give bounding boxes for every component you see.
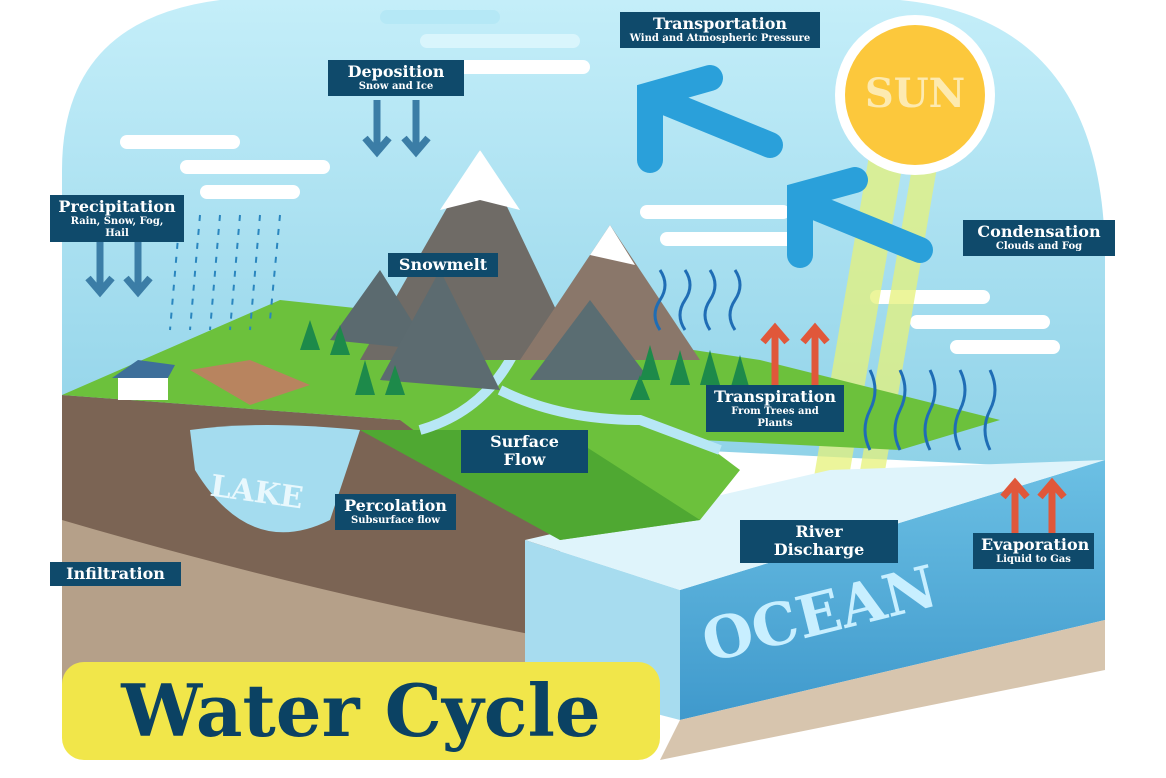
- up-arrows: [760, 322, 1067, 535]
- label-surface-flow: Surface Flow: [461, 430, 588, 473]
- label-condensation: Condensation Clouds and Fog: [963, 220, 1115, 256]
- land: [62, 300, 1000, 540]
- label-title: Snowmelt: [398, 255, 488, 274]
- lowland: [360, 430, 700, 540]
- soil-lower-layer: [62, 520, 560, 700]
- label-evaporation: Evaporation Liquid to Gas: [973, 533, 1094, 569]
- label-title: Deposition: [347, 62, 445, 81]
- label-title: Percolation: [344, 496, 447, 515]
- label-subtitle: Clouds and Fog: [995, 241, 1083, 253]
- vapor: [653, 269, 997, 451]
- label-infiltration: Infiltration: [50, 562, 181, 587]
- label-title: Surface Flow: [490, 432, 559, 470]
- label-transpiration: Transpiration From Trees and Plants: [706, 385, 844, 433]
- label-subtitle: Snow and Ice: [358, 81, 434, 93]
- label-snowmelt: Snowmelt: [388, 253, 498, 278]
- label-subtitle: Wind and Atmospheric Pressure: [629, 33, 811, 45]
- label-deposition: Deposition Snow and Ice: [328, 60, 464, 96]
- label-river-discharge: River Discharge: [740, 520, 898, 563]
- page-title: Water Cycle: [121, 668, 601, 753]
- mountains: [330, 150, 700, 390]
- label-title: Transpiration: [714, 387, 837, 406]
- label-title: Transportation: [653, 14, 787, 33]
- wind-arrows: [637, 65, 933, 268]
- label-percolation: Percolation Subsurface flow: [335, 494, 456, 530]
- label-subtitle: Liquid to Gas: [996, 554, 1071, 566]
- down-arrows: [85, 100, 431, 298]
- sun-label: SUN: [864, 70, 966, 117]
- house: [112, 360, 310, 405]
- seabed: [660, 620, 1105, 760]
- label-title: Evaporation: [981, 535, 1090, 554]
- label-title: Precipitation: [58, 197, 176, 216]
- label-subtitle: Subsurface flow: [351, 515, 440, 527]
- label-title: Condensation: [977, 222, 1101, 241]
- label-title: Infiltration: [66, 564, 165, 583]
- label-subtitle: From Trees and Plants: [731, 406, 819, 429]
- trees: [300, 320, 750, 400]
- clouds: [120, 10, 1060, 354]
- title-banner: [62, 662, 660, 760]
- label-title: River Discharge: [773, 522, 865, 560]
- lake: [190, 425, 360, 533]
- label-transportation: Transportation Wind and Atmospheric Pres…: [620, 12, 820, 48]
- ocean-side: [680, 460, 1105, 720]
- label-subtitle: Rain, Snow, Fog, Hail: [70, 216, 164, 239]
- label-precipitation: Precipitation Rain, Snow, Fog, Hail: [50, 195, 184, 243]
